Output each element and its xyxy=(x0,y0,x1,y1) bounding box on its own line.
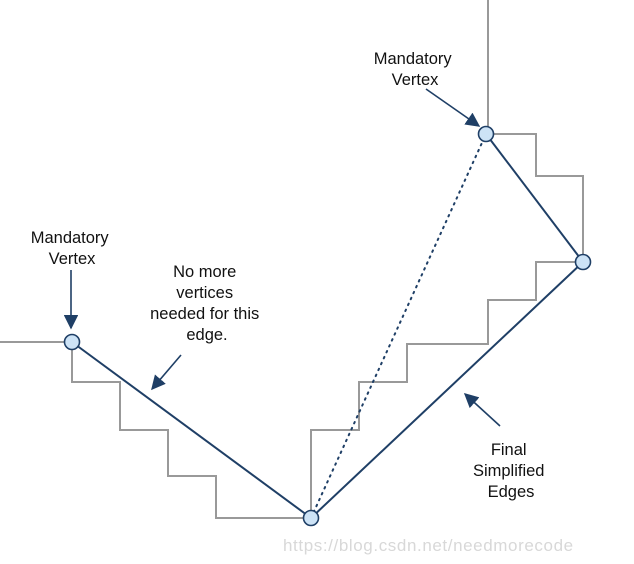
label-no-more-vertices: No more vertices needed for this edge. xyxy=(150,263,264,344)
arrow-no-more-vertices xyxy=(151,354,182,391)
vertex-top xyxy=(477,125,495,143)
label-mandatory-vertex-top: Mandatory Vertex xyxy=(374,50,457,89)
arrow-final-simplified xyxy=(463,393,501,427)
label-mandatory-vertex-left: Mandatory Vertex xyxy=(31,229,114,268)
arrow-mandatory-top xyxy=(425,88,481,127)
vertex-left xyxy=(63,333,81,351)
original-path-left xyxy=(0,341,311,519)
simplified-edge-top xyxy=(485,133,584,263)
original-path-top xyxy=(487,0,584,262)
vertex-right xyxy=(574,253,592,271)
label-final-simplified-edges: Final Simplified Edges xyxy=(473,441,549,501)
original-path-right xyxy=(310,261,583,518)
vertex-bottom xyxy=(302,509,320,527)
watermark-text: https://blog.csdn.net/needmorecode xyxy=(283,536,574,555)
dotted-candidate-edge xyxy=(310,133,487,519)
simplified-edge-right xyxy=(310,261,584,519)
simplified-edge-left xyxy=(71,341,312,519)
